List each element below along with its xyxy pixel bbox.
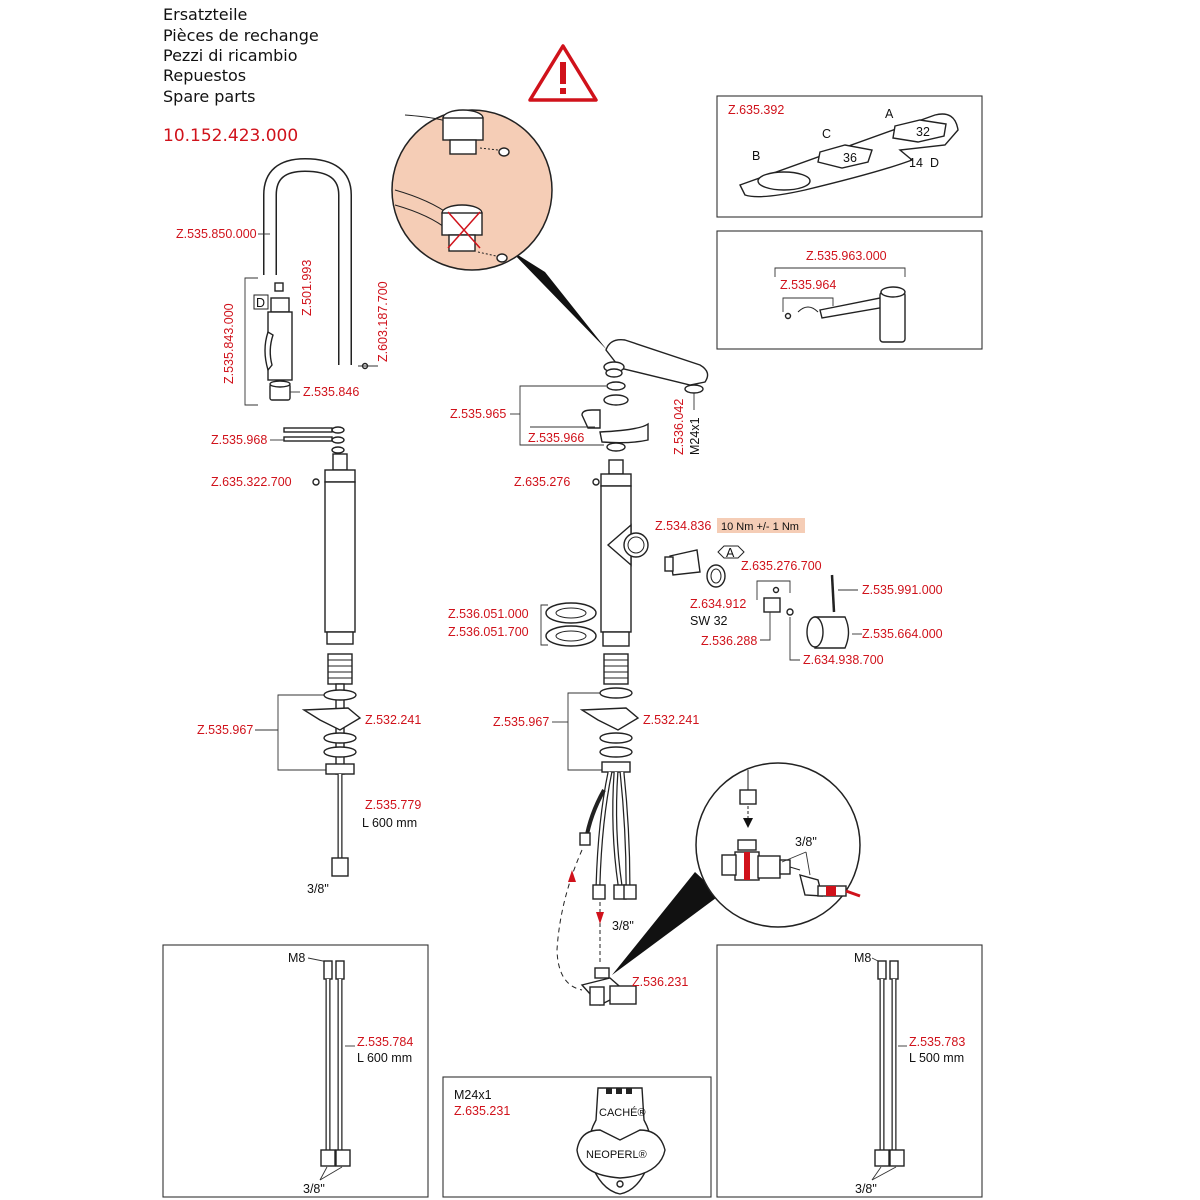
right-assembly: Z.536.042 M24x1 Z.535.965 Z.535.966 Z.63… <box>448 339 943 1006</box>
valve-detail-circle: 3/8" <box>612 762 861 975</box>
handle-screw-part-number: Z.634.938.700 <box>803 653 884 667</box>
hose-left-thread-bottom: 3/8" <box>303 1182 325 1196</box>
aerator-box-part-number: Z.635.231 <box>454 1104 510 1118</box>
hose-length: L 600 mm <box>362 816 417 830</box>
nut-part-number: Z.535.846 <box>303 385 359 399</box>
hose-box-right: M8 Z.535.783 L 500 mm 3/8" <box>716 944 983 1198</box>
hose-right-thread-top: M8 <box>854 951 871 965</box>
lever-sub-part-number: Z.535.964 <box>780 278 836 292</box>
washer-1-part-number: Z.536.051.000 <box>448 607 529 621</box>
aerator-box-thread: M24x1 <box>454 1088 492 1102</box>
set-letter-d: D <box>256 296 265 310</box>
clip-part-number: Z.535.966 <box>528 431 584 445</box>
wrench-letter-b: B <box>752 149 760 163</box>
washer-2-part-number: Z.536.051.700 <box>448 625 529 639</box>
mount-set-right-part-number: Z.535.967 <box>493 715 549 729</box>
title-en: Spare parts <box>163 87 255 106</box>
wrench-letter-d: D <box>930 156 939 170</box>
warning-detail-circle <box>391 109 607 350</box>
brand-cache: CACHÉ® <box>599 1106 646 1119</box>
flow-up-arrow-icon <box>568 870 576 882</box>
hex-letter-a: A <box>726 546 735 560</box>
lever-box: Z.535.963.000 Z.535.964 <box>716 230 983 350</box>
bracket-right-part-number: Z.532.241 <box>643 713 699 727</box>
hose-right-part-number: Z.535.783 <box>909 1035 965 1049</box>
handle-part-number: Z.535.664.000 <box>862 627 943 641</box>
wrench-letter-c: C <box>822 127 831 141</box>
lever-part-number: Z.535.963.000 <box>806 249 887 263</box>
screw-top-part-number: Z.501.993 <box>300 260 314 316</box>
hose-right-thread-bottom: 3/8" <box>855 1182 877 1196</box>
title-es: Repuestos <box>163 66 246 85</box>
wrench-letter-a: A <box>885 107 894 121</box>
title-fr: Pièces de rechange <box>163 26 319 45</box>
wrench-size-36: 36 <box>843 151 857 165</box>
brand-neoperl: NEOPERL® <box>586 1149 647 1161</box>
wrench-box: Z.635.392 B C A D 32 36 14 <box>716 95 983 218</box>
sw-size: SW 32 <box>690 614 728 628</box>
bracket-part-number: Z.532.241 <box>365 713 421 727</box>
wrench-part-number: Z.635.392 <box>728 103 784 117</box>
hose-left-part-number: Z.535.784 <box>357 1035 413 1049</box>
torque-label: 10 Nm +/- 1 Nm <box>721 521 799 533</box>
hose-box-left: M8 Z.535.784 L 600 mm 3/8" <box>162 944 429 1198</box>
left-thread: 3/8" <box>307 882 329 896</box>
pull-out-set-part-number: Z.535.843.000 <box>222 303 236 384</box>
title-it: Pezzi di ricambio <box>163 46 298 65</box>
hose-part-number: Z.535.779 <box>365 798 421 812</box>
left-assembly: Z.535.850.000 D Z.535.843.000 Z.501.993 … <box>176 157 421 896</box>
hose-right-length: L 500 mm <box>909 1051 964 1065</box>
article-number: 10.152.423.000 <box>163 126 298 146</box>
warning-triangle-icon <box>528 44 598 102</box>
spout-set-part-number: Z.535.965 <box>450 407 506 421</box>
wrench-size-32: 32 <box>916 125 930 139</box>
nut-cartridge-part-number: Z.634.912 <box>690 597 746 611</box>
header-titles: Ersatzteile Pièces de rechange Pezzi di … <box>163 5 319 146</box>
aerator-part-number: Z.536.042 <box>672 399 686 455</box>
cartridge-part-number: Z.534.836 <box>655 519 711 533</box>
grub-right-part-number: Z.635.276 <box>514 475 570 489</box>
flow-down-arrow-icon <box>596 912 604 924</box>
mount-set-part-number: Z.535.967 <box>197 723 253 737</box>
screw-right-part-number: Z.635.276.700 <box>741 559 822 573</box>
detail-thread: 3/8" <box>795 835 817 849</box>
aerator-box: M24x1 Z.635.231 CACHÉ® NEOPERL® <box>442 1076 712 1198</box>
setscrew-part-number: Z.603.187.700 <box>376 281 390 362</box>
wrench-size-14: 14 <box>909 156 923 170</box>
lever-mount-part-number: Z.536.288 <box>701 634 757 648</box>
hose-left-length: L 600 mm <box>357 1051 412 1065</box>
pin-part-number: Z.535.991.000 <box>862 583 943 597</box>
spout-part-number: Z.535.850.000 <box>176 227 257 241</box>
aerator-thread: M24x1 <box>688 417 702 455</box>
grub-part-number: Z.635.322.700 <box>211 475 292 489</box>
torque-highlight <box>717 518 805 533</box>
valve-part-number: Z.536.231 <box>632 975 688 989</box>
title-de: Ersatzteile <box>163 5 247 24</box>
hose-left-thread-top: M8 <box>288 951 305 965</box>
orings-part-number: Z.535.968 <box>211 433 267 447</box>
right-thread: 3/8" <box>612 919 634 933</box>
